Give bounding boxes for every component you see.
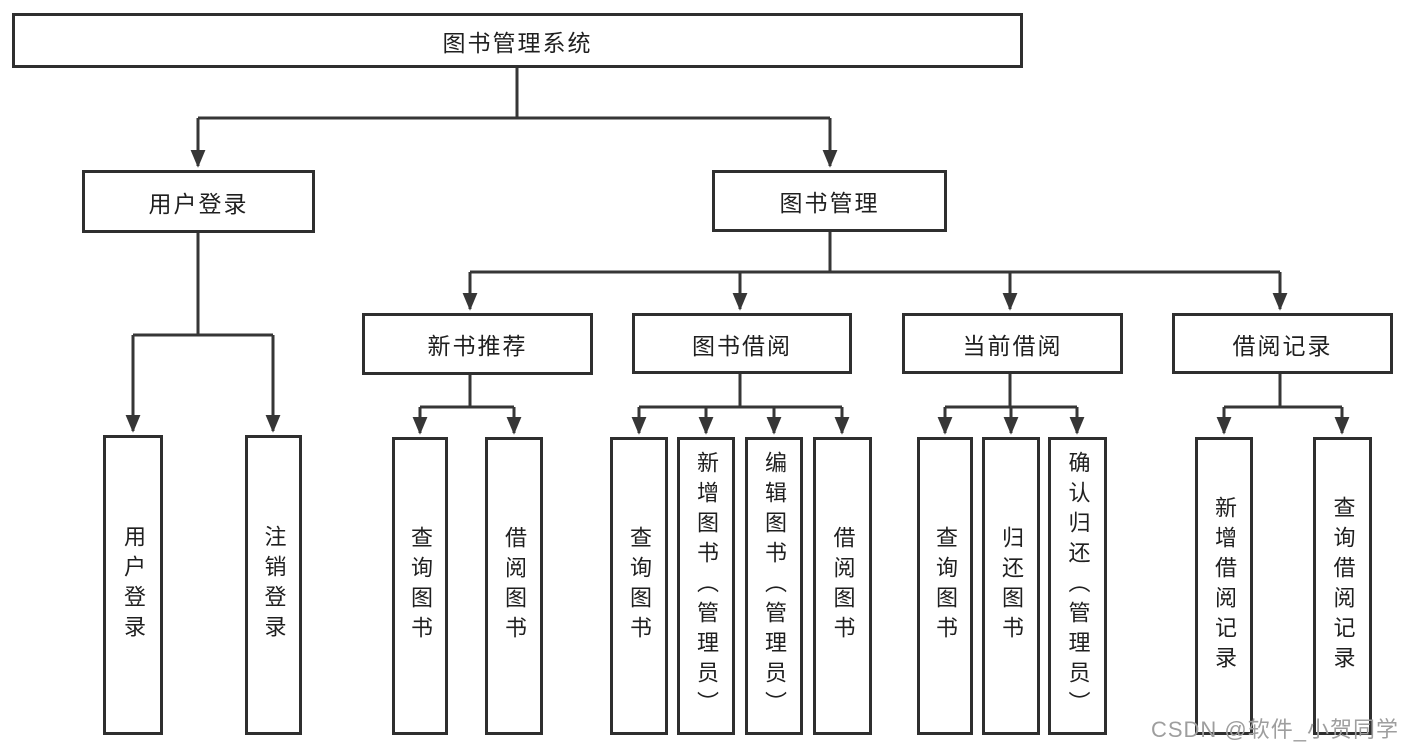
- node-new-book-recommend: 新书推荐: [362, 313, 593, 375]
- leaf-query-books-recommend: 查询图书: [392, 437, 448, 735]
- leaf-user-login-label: 用户登录: [121, 525, 146, 645]
- leaf-confirm-return-admin-label: 确认归还（管理员）: [1065, 451, 1091, 721]
- node-borrow-records-label: 借阅记录: [1232, 332, 1333, 359]
- leaf-borrow-books-recommend-label: 借阅图书: [502, 526, 527, 646]
- node-new-book-recommend-label: 新书推荐: [427, 333, 528, 359]
- leaf-add-books-admin: 新增图书（管理员）: [677, 437, 735, 735]
- leaf-query-books-current-label: 查询图书: [933, 526, 958, 646]
- node-current-borrow: 当前借阅: [902, 313, 1123, 374]
- leaf-add-borrow-record: 新增借阅记录: [1195, 437, 1253, 735]
- leaf-confirm-return-admin: 确认归还（管理员）: [1048, 437, 1107, 735]
- leaf-query-books-current: 查询图书: [917, 437, 973, 735]
- leaf-query-books-borrow: 查询图书: [610, 437, 668, 735]
- node-borrow-records: 借阅记录: [1172, 313, 1393, 374]
- node-book-borrow-label: 图书借阅: [692, 332, 792, 359]
- node-root-system-label: 图书管理系统: [442, 29, 593, 56]
- leaf-borrow-books-recommend: 借阅图书: [485, 437, 543, 735]
- leaf-borrow-books-borrow: 借阅图书: [813, 437, 872, 735]
- leaf-query-borrow-record-label: 查询借阅记录: [1330, 496, 1356, 676]
- leaf-return-books: 归还图书: [982, 437, 1040, 735]
- leaf-logout-label: 注销登录: [261, 525, 287, 645]
- node-book-management-label: 图书管理: [779, 190, 880, 216]
- node-root-system: 图书管理系统: [12, 13, 1023, 68]
- leaf-add-borrow-record-label: 新增借阅记录: [1212, 496, 1237, 676]
- leaf-edit-books-admin: 编辑图书（管理员）: [745, 437, 803, 735]
- watermark: CSDN @软件_小贺同学: [1150, 717, 1399, 742]
- leaf-logout: 注销登录: [245, 435, 302, 735]
- leaf-edit-books-admin-label: 编辑图书（管理员）: [762, 451, 787, 721]
- leaf-return-books-label: 归还图书: [999, 526, 1024, 646]
- leaf-user-login: 用户登录: [103, 435, 163, 735]
- leaf-add-books-admin-label: 新增图书（管理员）: [694, 451, 719, 721]
- leaf-query-books-borrow-label: 查询图书: [627, 526, 652, 646]
- leaf-query-books-recommend-label: 查询图书: [408, 526, 433, 646]
- node-current-borrow-label: 当前借阅: [962, 332, 1063, 359]
- leaf-borrow-books-borrow-label: 借阅图书: [830, 526, 856, 646]
- leaf-query-borrow-record: 查询借阅记录: [1313, 437, 1372, 735]
- node-book-management: 图书管理: [712, 170, 947, 232]
- node-book-borrow: 图书借阅: [632, 313, 852, 374]
- node-user-login: 用户登录: [82, 170, 315, 233]
- node-user-login-label: 用户登录: [148, 190, 249, 217]
